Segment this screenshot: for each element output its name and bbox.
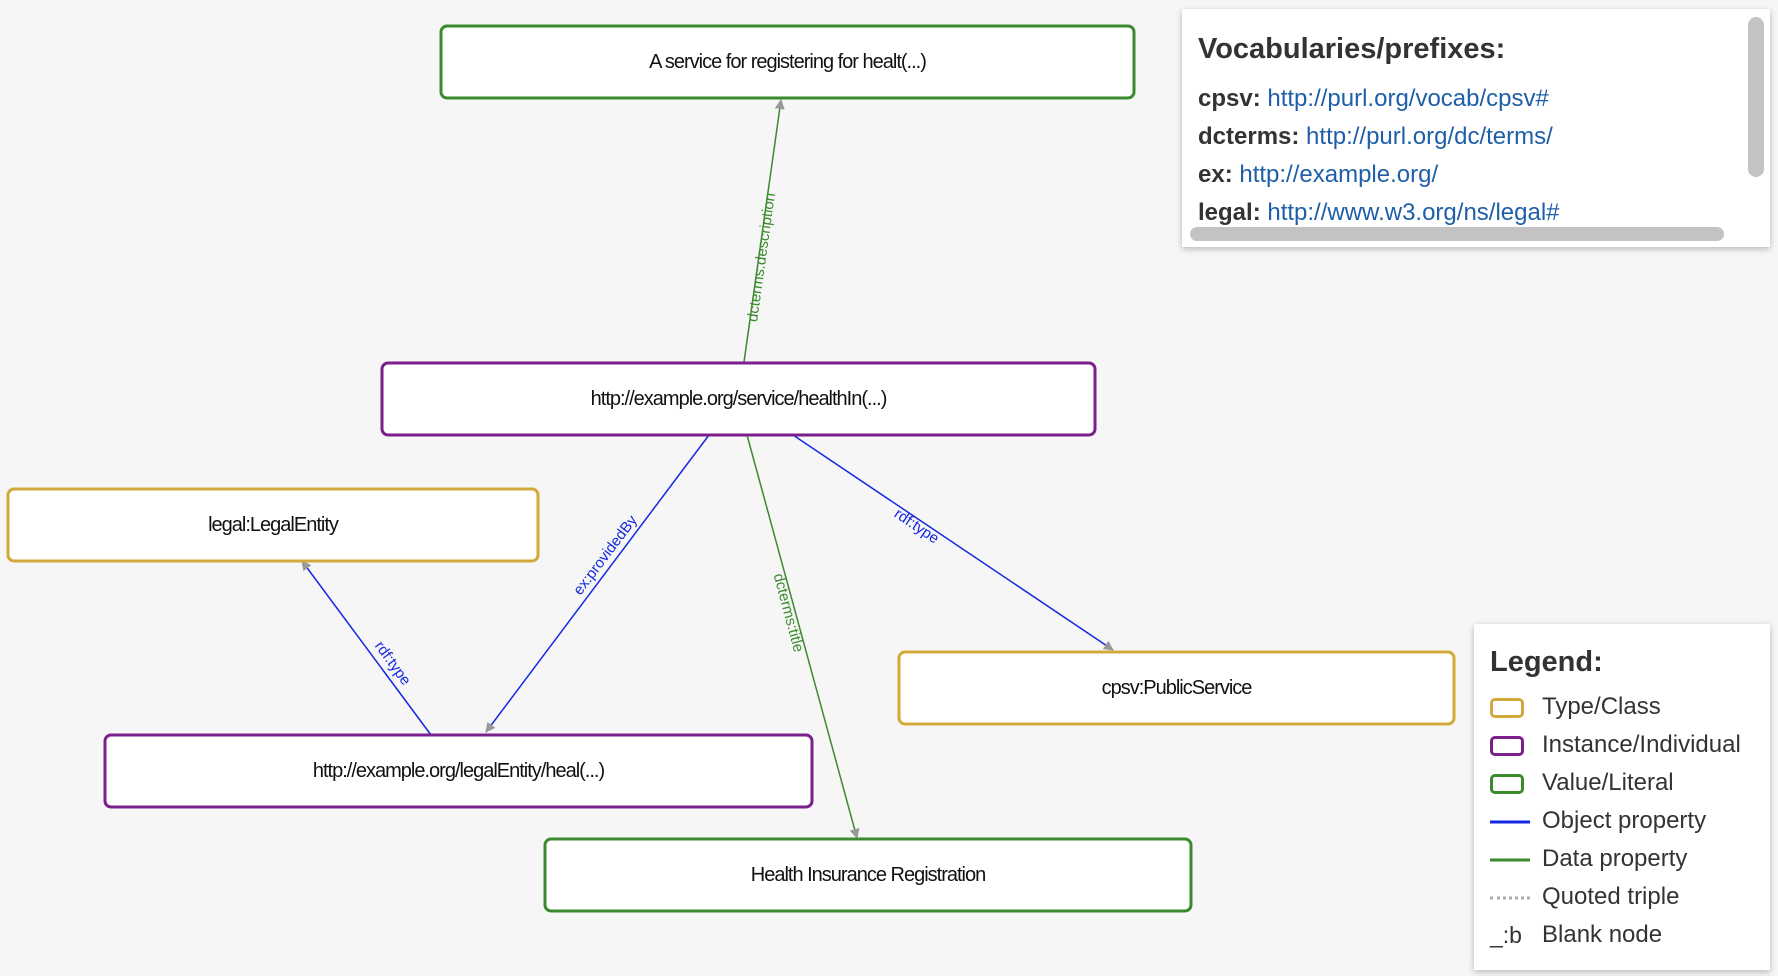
legend-title: Legend: <box>1490 646 1603 678</box>
vocab-row-cpsv: cpsv: http://purl.org/vocab/cpsv# <box>1198 85 1549 113</box>
edge-rdf-type[interactable] <box>301 560 432 736</box>
node-box[interactable] <box>380 361 1097 437</box>
quoted-triple-dotted-icon <box>1490 896 1530 900</box>
vocab-prefix: legal: <box>1198 199 1261 226</box>
vocabularies-title: Vocabularies/prefixes: <box>1198 33 1506 65</box>
legend-item-literal: Value/Literal <box>1490 768 1765 800</box>
literal-swatch-icon <box>1490 774 1524 794</box>
node-literal[interactable]: Health Insurance Registration <box>543 837 1193 913</box>
node-label: http://example.org/legalEntity/heal(...) <box>313 760 605 782</box>
legend-label: Value/Literal <box>1542 769 1674 796</box>
edge-ex-providedby[interactable] <box>485 434 710 733</box>
vocab-prefix: dcterms: <box>1198 123 1300 150</box>
vocab-row-dcterms: dcterms: http://purl.org/dc/terms/ <box>1198 123 1553 151</box>
legend-panel: Legend: Type/Class Instance/Individual V… <box>1474 624 1770 970</box>
vocab-row-ex: ex: http://example.org/ <box>1198 161 1438 189</box>
legend-label: Data property <box>1542 845 1688 872</box>
legend-item-data-property: Data property <box>1490 844 1765 876</box>
legend-label: Blank node <box>1542 921 1663 948</box>
vertical-scrollbar[interactable] <box>1748 17 1764 177</box>
node-label: http://example.org/service/healthIn(...) <box>591 388 887 410</box>
legend-item-quoted-triple: Quoted triple <box>1490 882 1765 914</box>
node-instance[interactable]: http://example.org/legalEntity/heal(...) <box>103 733 814 809</box>
legend-label: Instance/Individual <box>1542 731 1741 758</box>
node-box[interactable] <box>439 24 1136 100</box>
legend-label: Object property <box>1542 807 1707 834</box>
legend-label: Type/Class <box>1542 693 1661 720</box>
edge-dcterms-title[interactable] <box>746 434 860 839</box>
node-box[interactable] <box>103 733 814 809</box>
instance-swatch-icon <box>1490 736 1524 756</box>
node-box[interactable] <box>897 650 1456 726</box>
edge-dcterms-description[interactable] <box>743 99 785 363</box>
node-label: Health Insurance Registration <box>751 864 985 886</box>
node-box[interactable] <box>6 487 540 563</box>
vocab-uri-link[interactable]: http://www.w3.org/ns/legal# <box>1267 199 1560 226</box>
node-label: A service for registering for healt(...) <box>649 51 926 73</box>
vocab-row-legal: legal: http://www.w3.org/ns/legal# <box>1198 199 1560 227</box>
legend-item-object-property: Object property <box>1490 806 1765 838</box>
edge-rdf-type[interactable] <box>792 434 1114 651</box>
node-type-class[interactable]: cpsv:PublicService <box>897 650 1456 726</box>
data-property-line-icon <box>1490 858 1530 862</box>
object-property-line-icon <box>1490 820 1530 824</box>
legend-label: Quoted triple <box>1542 883 1680 910</box>
node-label: cpsv:PublicService <box>1102 677 1253 699</box>
node-instance[interactable]: http://example.org/service/healthIn(...) <box>380 361 1097 437</box>
node-box[interactable] <box>543 837 1193 913</box>
edge-label: rdf:type <box>891 505 942 547</box>
legend-item-instance: Instance/Individual <box>1490 730 1765 762</box>
vocab-prefix: ex: <box>1198 161 1233 188</box>
legend-item-blank-node: _:b Blank node <box>1490 920 1765 952</box>
horizontal-scrollbar[interactable] <box>1190 227 1724 241</box>
legend-item-type-class: Type/Class <box>1490 692 1765 724</box>
node-literal[interactable]: A service for registering for healt(...) <box>439 24 1136 100</box>
vocab-prefix: cpsv: <box>1198 85 1261 112</box>
node-type-class[interactable]: legal:LegalEntity <box>6 487 540 563</box>
node-label: legal:LegalEntity <box>208 514 339 536</box>
edge-label: dcterms:description <box>744 192 779 323</box>
edge-label: dcterms:title <box>770 572 807 655</box>
vocabularies-panel: Vocabularies/prefixes: cpsv: http://purl… <box>1182 9 1770 247</box>
blank-node-symbol: _:b <box>1490 922 1522 948</box>
type-class-swatch-icon <box>1490 698 1524 718</box>
vocab-uri-link[interactable]: http://purl.org/dc/terms/ <box>1306 123 1553 150</box>
vocab-uri-link[interactable]: http://purl.org/vocab/cpsv# <box>1267 85 1549 112</box>
edge-label: ex:providedBy <box>570 512 641 599</box>
vocab-uri-link[interactable]: http://example.org/ <box>1239 161 1439 188</box>
